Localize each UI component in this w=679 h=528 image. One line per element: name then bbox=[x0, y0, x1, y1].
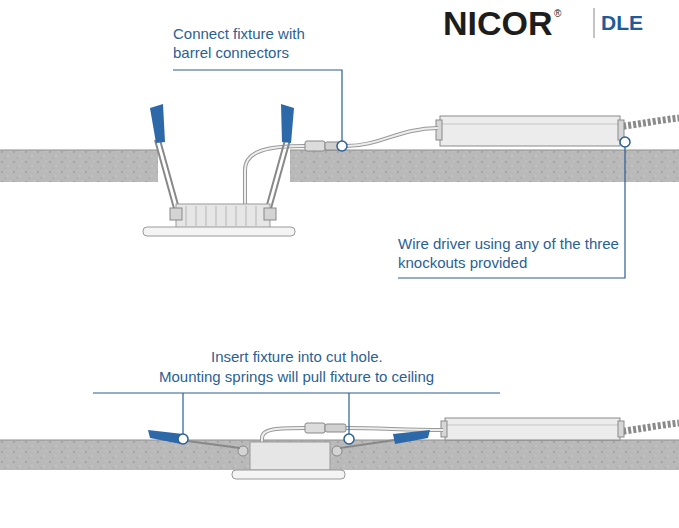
led-fixture bbox=[143, 204, 295, 236]
product-line: DLE bbox=[601, 11, 643, 35]
flex-conduit bbox=[618, 423, 679, 432]
callout-text: Wire driver using any of the three knock… bbox=[398, 234, 622, 272]
callout-text: Connect fixture with barrel connectors bbox=[173, 24, 343, 62]
led-driver bbox=[436, 116, 624, 146]
callout-dot bbox=[337, 141, 347, 151]
callout-text: Mounting springs will pull fixture to ce… bbox=[159, 367, 434, 386]
barrel-connector bbox=[305, 141, 346, 151]
mounting-spring bbox=[150, 104, 294, 212]
callout-dot bbox=[178, 434, 188, 444]
leader-line bbox=[93, 393, 500, 434]
callout-dot bbox=[620, 137, 630, 147]
led-fixture bbox=[232, 442, 345, 479]
callout-text: Insert fixture into cut hole. bbox=[211, 347, 383, 366]
wire bbox=[346, 128, 438, 146]
mounting-spring bbox=[148, 430, 430, 448]
logo-divider bbox=[594, 8, 595, 38]
ceiling-slab bbox=[0, 440, 679, 470]
ceiling-slab bbox=[0, 150, 679, 182]
callout-dot bbox=[344, 434, 354, 444]
registered-mark: ® bbox=[554, 8, 561, 20]
wire bbox=[346, 428, 443, 430]
led-driver bbox=[441, 418, 624, 440]
flex-conduit bbox=[618, 118, 679, 127]
barrel-connector bbox=[305, 423, 346, 433]
leader-line bbox=[173, 70, 625, 278]
brand-logo: NICOR bbox=[443, 4, 553, 42]
